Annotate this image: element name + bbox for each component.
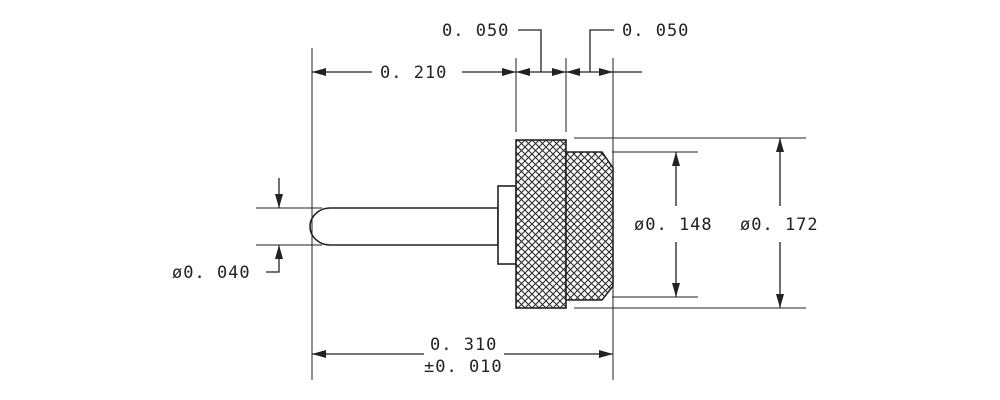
dim-length-to-head: 0. 210 xyxy=(380,63,447,83)
dim-tolerance: ±0. 010 xyxy=(424,357,503,377)
extension-lines xyxy=(256,48,806,380)
dim-dia-pin: ø0. 040 xyxy=(172,263,251,283)
head-knurl-large xyxy=(515,139,567,309)
dimension-labels: 0. 050 0. 050 0. 210 ø0. 148 ø0. 172 ø0.… xyxy=(172,21,819,377)
head-knurl-cap xyxy=(565,151,614,301)
part-body xyxy=(309,139,614,309)
pin-shaft xyxy=(309,207,499,246)
dim-overall-length: 0. 310 xyxy=(430,335,497,355)
dimension-lines xyxy=(266,29,784,358)
dim-right-width: 0. 050 xyxy=(622,21,689,41)
dim-left-width: 0. 050 xyxy=(442,21,509,41)
dim-dia-inner: ø0. 148 xyxy=(634,215,713,235)
dim-dia-outer: ø0. 172 xyxy=(740,215,819,235)
pin-collar xyxy=(497,185,517,265)
